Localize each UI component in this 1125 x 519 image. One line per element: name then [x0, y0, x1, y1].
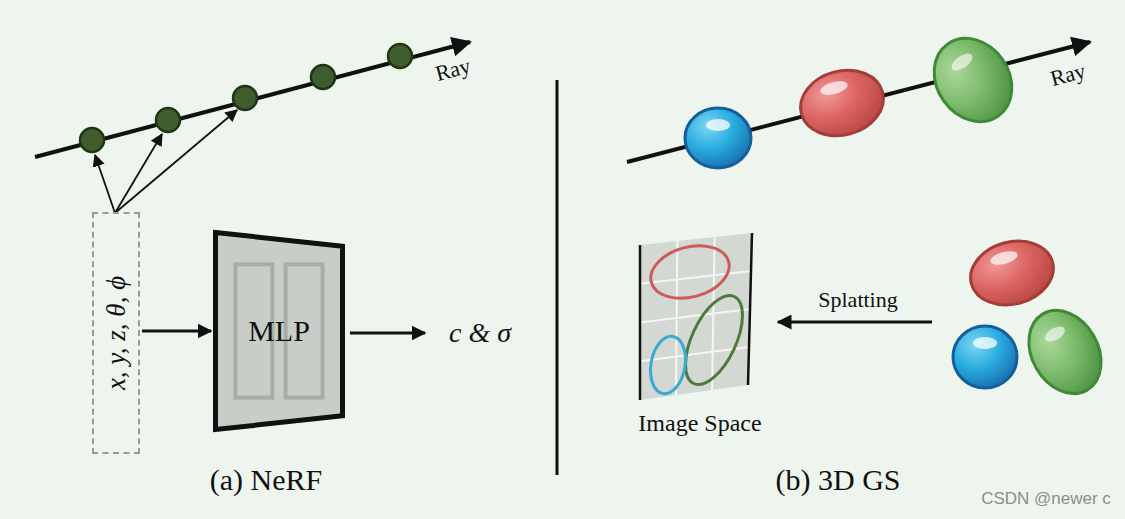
- output-arrow: [350, 332, 425, 335]
- subfigure-caption: (b) 3D GS: [776, 463, 901, 497]
- gaussian-cluster: [953, 232, 1116, 406]
- image-plane-drawing: [628, 228, 772, 408]
- mlp-block: MLP: [213, 230, 345, 432]
- node-text: Image Space: [628, 410, 772, 437]
- mlp-outline: [216, 233, 343, 430]
- divider: [556, 80, 559, 475]
- splatting-arrow: [778, 321, 932, 324]
- subfigure-caption: (a) NeRF: [210, 463, 322, 497]
- ray-label: Ray: [1048, 58, 1089, 92]
- image-plane: Image Space: [628, 228, 772, 437]
- splatting-label: Splatting: [818, 287, 897, 313]
- node-text: x, y, z, θ, ϕ: [101, 276, 132, 390]
- flow-arrow: [142, 330, 211, 333]
- ray-label: Ray: [433, 53, 474, 87]
- input-box: x, y, z, θ, ϕ: [92, 212, 140, 454]
- sample-arrows: [95, 110, 237, 213]
- gs-ray: [627, 23, 1090, 168]
- watermark: CSDN @newer c: [981, 489, 1111, 509]
- nerf-ray: [35, 42, 470, 157]
- output-label: c & σ: [449, 317, 511, 349]
- node-text: MLP: [248, 314, 310, 348]
